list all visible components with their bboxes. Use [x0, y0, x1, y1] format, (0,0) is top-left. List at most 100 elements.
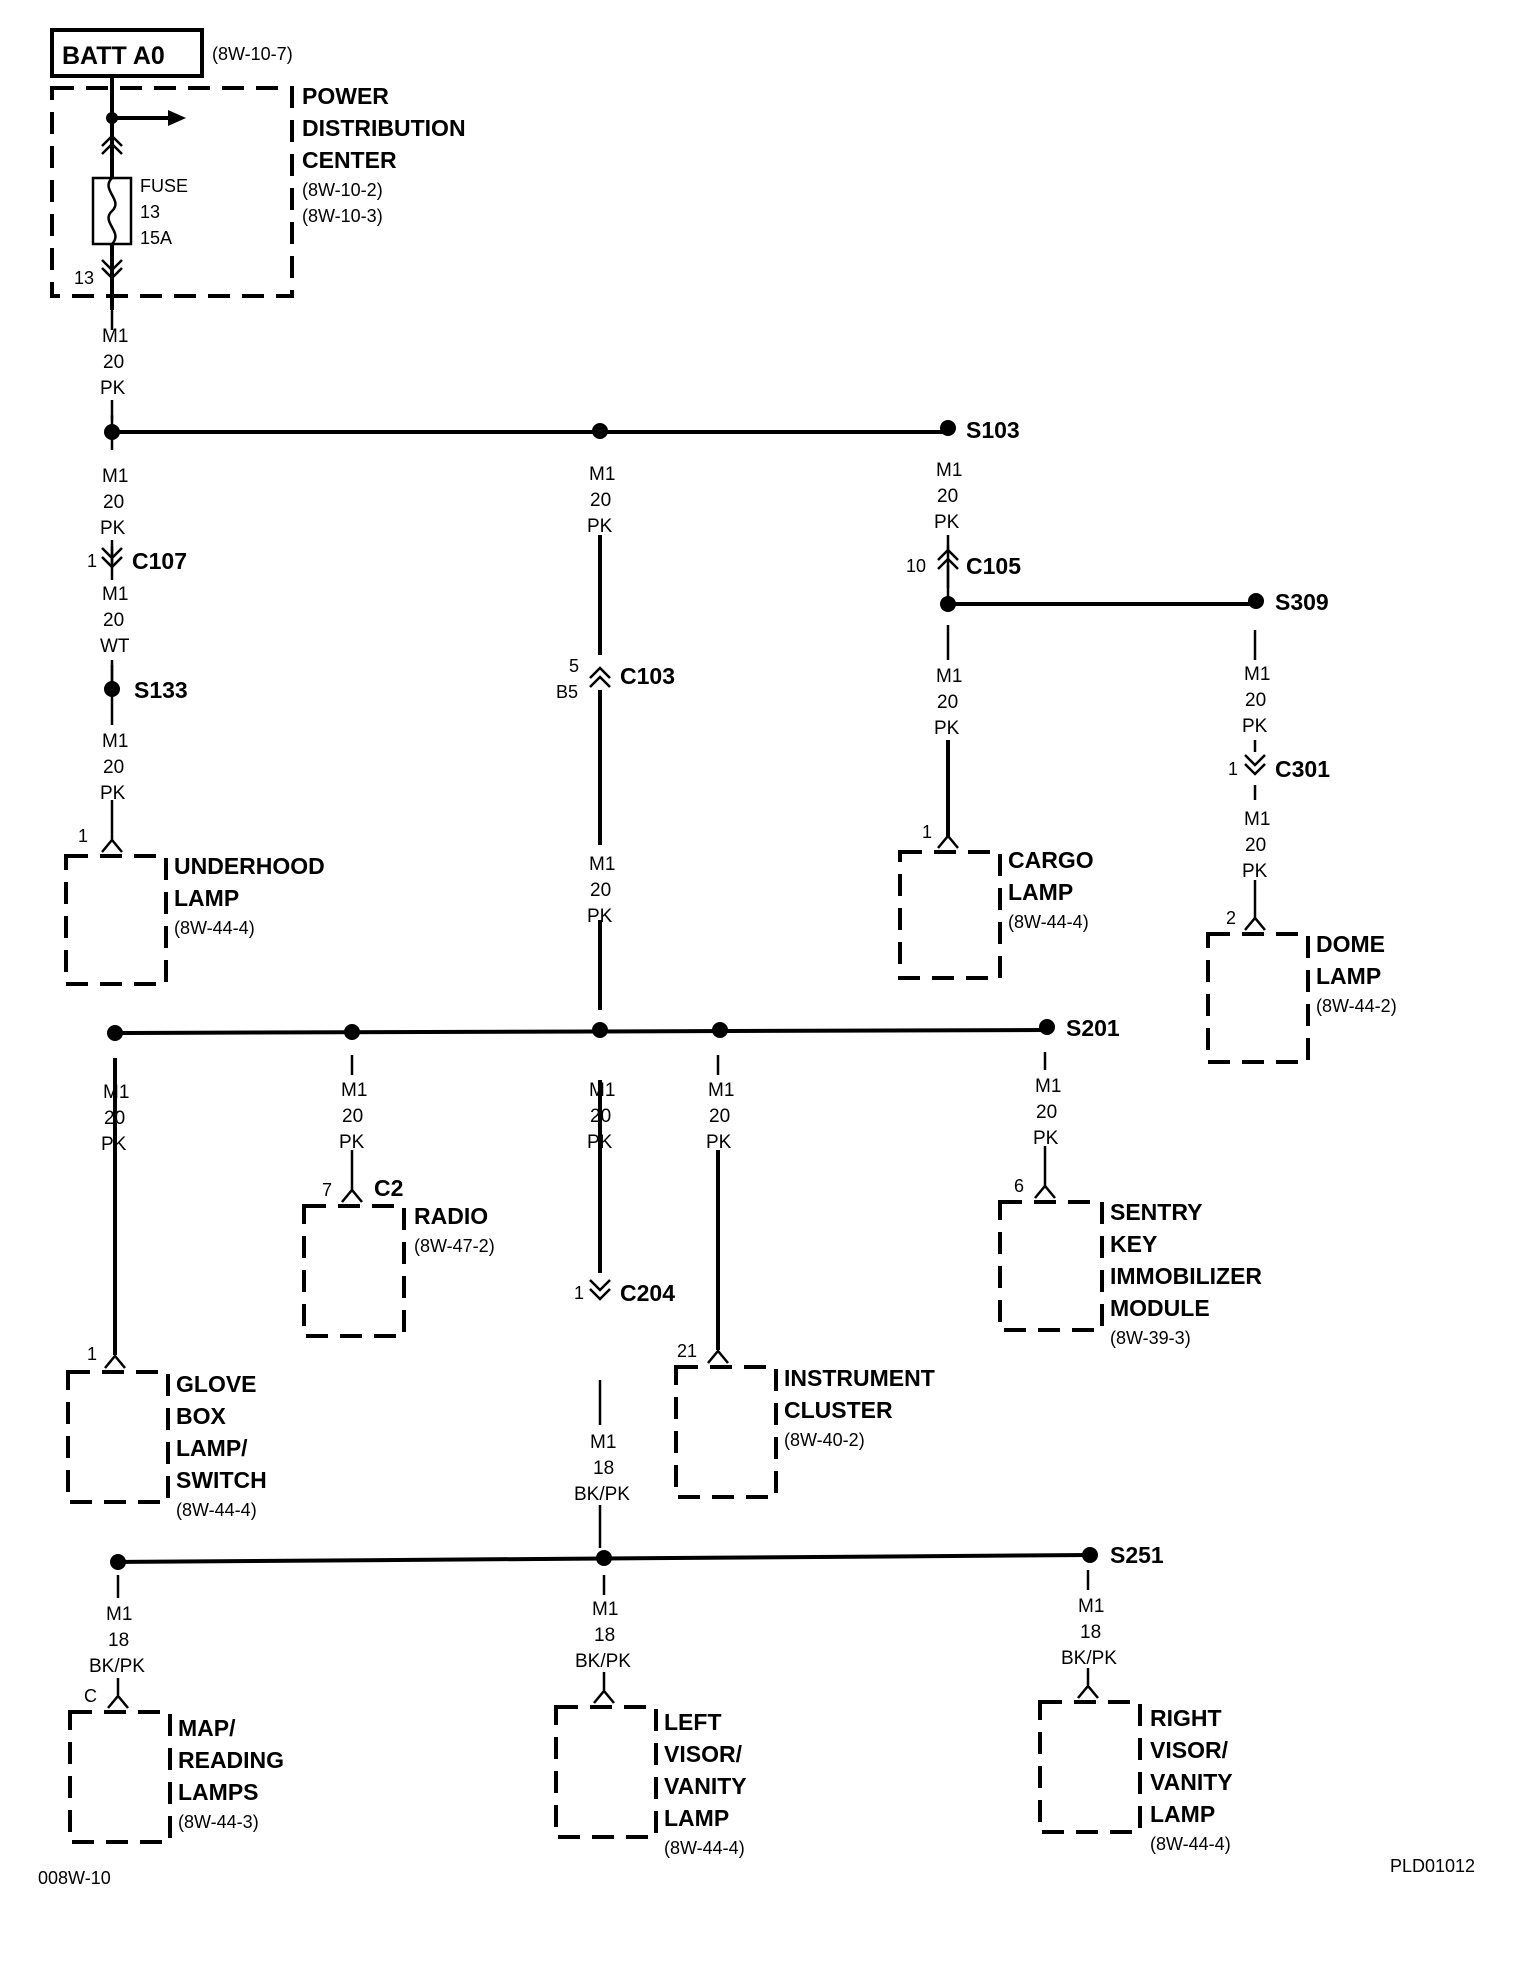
pdc-ref-1: (8W-10-2)	[302, 180, 383, 200]
pdc-connector-lower-1	[101, 259, 123, 272]
wire-label: PK	[1033, 1128, 1059, 1149]
fuse-icon	[107, 177, 117, 245]
wire-label: BK/PK	[1061, 1648, 1117, 1669]
wire-label: M1	[589, 1080, 615, 1101]
wire-label: PK	[587, 516, 613, 537]
batt-a0-label: BATT A0	[62, 42, 165, 70]
wire-label: PK	[934, 718, 960, 739]
wire-label: 18	[108, 1630, 129, 1651]
leftvisor-label-3: VANITY	[664, 1773, 747, 1799]
pdc-connector-upper-2	[101, 142, 123, 155]
splice-dot	[592, 423, 608, 439]
wire-label: PK	[587, 1132, 613, 1153]
cluster-label-2: CLUSTER	[784, 1397, 893, 1423]
leftvisor-label-2: VISOR/	[664, 1741, 743, 1767]
cargo-ref: (8W-44-4)	[1008, 912, 1089, 932]
footer-left-code: 008W-10	[38, 1868, 111, 1888]
wire-label: PK	[100, 783, 126, 804]
wires	[110, 310, 1257, 1695]
splice-dot	[592, 1022, 608, 1038]
pdc-title-2: DISTRIBUTION	[302, 115, 466, 141]
wire-label: WT	[100, 636, 130, 657]
terminal-fork	[341, 1188, 363, 1203]
connector-name: C107	[132, 548, 187, 574]
connector-chevron	[937, 557, 959, 570]
connector-c103: 5 B5 C103	[556, 656, 675, 702]
connector-chevron	[1244, 754, 1266, 767]
instrument-cluster-outline	[674, 1365, 778, 1499]
wire-label: M1	[936, 666, 962, 687]
connector-c107: 1 C107	[87, 540, 187, 580]
component-outlines	[64, 850, 1310, 1844]
wire-label: M1	[708, 1080, 734, 1101]
cargo-pin: 1	[922, 822, 932, 842]
cargo-lamp-outline	[898, 850, 1002, 980]
wire-label: 20	[937, 692, 958, 713]
wire-label: M1	[1078, 1596, 1104, 1617]
underhood-pin: 1	[78, 826, 88, 846]
underhood-label-2: LAMP	[174, 885, 239, 911]
connector-name: C103	[620, 663, 675, 689]
pdc-bus-arrow-head	[168, 110, 186, 126]
splice-dot	[712, 1022, 728, 1038]
underhood-label-1: UNDERHOOD	[174, 853, 325, 879]
fuse-label-2: 13	[140, 202, 160, 222]
connector-chevron	[589, 1279, 611, 1292]
wire-label: PK	[934, 512, 960, 533]
fuse-label-3: 15A	[140, 228, 172, 248]
wire-label: 20	[590, 1106, 611, 1127]
underhood-ref: (8W-44-4)	[174, 918, 255, 938]
wire-label: M1	[589, 464, 615, 485]
splice-dot-s309	[1248, 593, 1264, 609]
terminal-fork	[937, 834, 959, 849]
splice-s103: S103	[966, 417, 1020, 443]
dome-lamp-outline	[1206, 932, 1310, 1064]
rightvisor-ref: (8W-44-4)	[1150, 1834, 1231, 1854]
wire-label: 20	[1036, 1102, 1057, 1123]
cargo-label-2: LAMP	[1008, 879, 1073, 905]
component-labels: UNDERHOOD LAMP (8W-44-4) CARGO LAMP (8W-…	[174, 847, 1397, 1858]
sentry-module-outline	[998, 1200, 1104, 1332]
wire-label: 20	[590, 880, 611, 901]
map-label-2: READING	[178, 1747, 284, 1773]
wire-label: M1	[592, 1599, 618, 1620]
pdc-outline	[50, 86, 294, 298]
rightvisor-label-2: VISOR/	[1150, 1737, 1229, 1763]
dome-label-1: DOME	[1316, 931, 1385, 957]
pdc-ref-2: (8W-10-3)	[302, 206, 383, 226]
leftvisor-label-4: LAMP	[664, 1805, 729, 1831]
wire-label: PK	[587, 906, 613, 927]
map-ref: (8W-44-3)	[178, 1812, 259, 1832]
glovebox-label-3: LAMP/	[176, 1435, 248, 1461]
cargo-label-1: CARGO	[1008, 847, 1094, 873]
sentry-pin: 6	[1014, 1176, 1024, 1196]
connector-c204: 1 C204	[574, 1279, 675, 1306]
splice-dot	[110, 1554, 126, 1570]
batt-a0-box	[50, 28, 204, 78]
pdc-pin-13: 13	[74, 268, 94, 288]
wire-label: PK	[101, 1134, 127, 1155]
cluster-pin: 21	[677, 1341, 697, 1361]
splice-s201: S201	[1066, 1015, 1120, 1041]
rightvisor-label-4: LAMP	[1150, 1801, 1215, 1827]
connector-chevron	[1244, 763, 1266, 776]
connector-chevron	[589, 1288, 611, 1301]
sentry-label-3: IMMOBILIZER	[1110, 1263, 1262, 1289]
terminal-fork	[1077, 1684, 1099, 1699]
radio-outline	[302, 1204, 406, 1338]
radio-ref: (8W-47-2)	[414, 1236, 495, 1256]
dome-label-2: LAMP	[1316, 963, 1381, 989]
wire-label: 18	[594, 1625, 615, 1646]
dome-pin: 2	[1226, 908, 1236, 928]
splice-dot	[104, 424, 120, 440]
splice-dot-s133	[104, 681, 120, 697]
wire-label: 20	[103, 610, 124, 631]
wire-label: M1	[1035, 1076, 1061, 1097]
terminal-fork	[104, 1354, 126, 1369]
dome-ref: (8W-44-2)	[1316, 996, 1397, 1016]
wire-label: M1	[1244, 664, 1270, 685]
connector-pin: 10	[906, 556, 926, 576]
wire-label: M1	[102, 731, 128, 752]
terminal-fork	[1034, 1184, 1056, 1199]
